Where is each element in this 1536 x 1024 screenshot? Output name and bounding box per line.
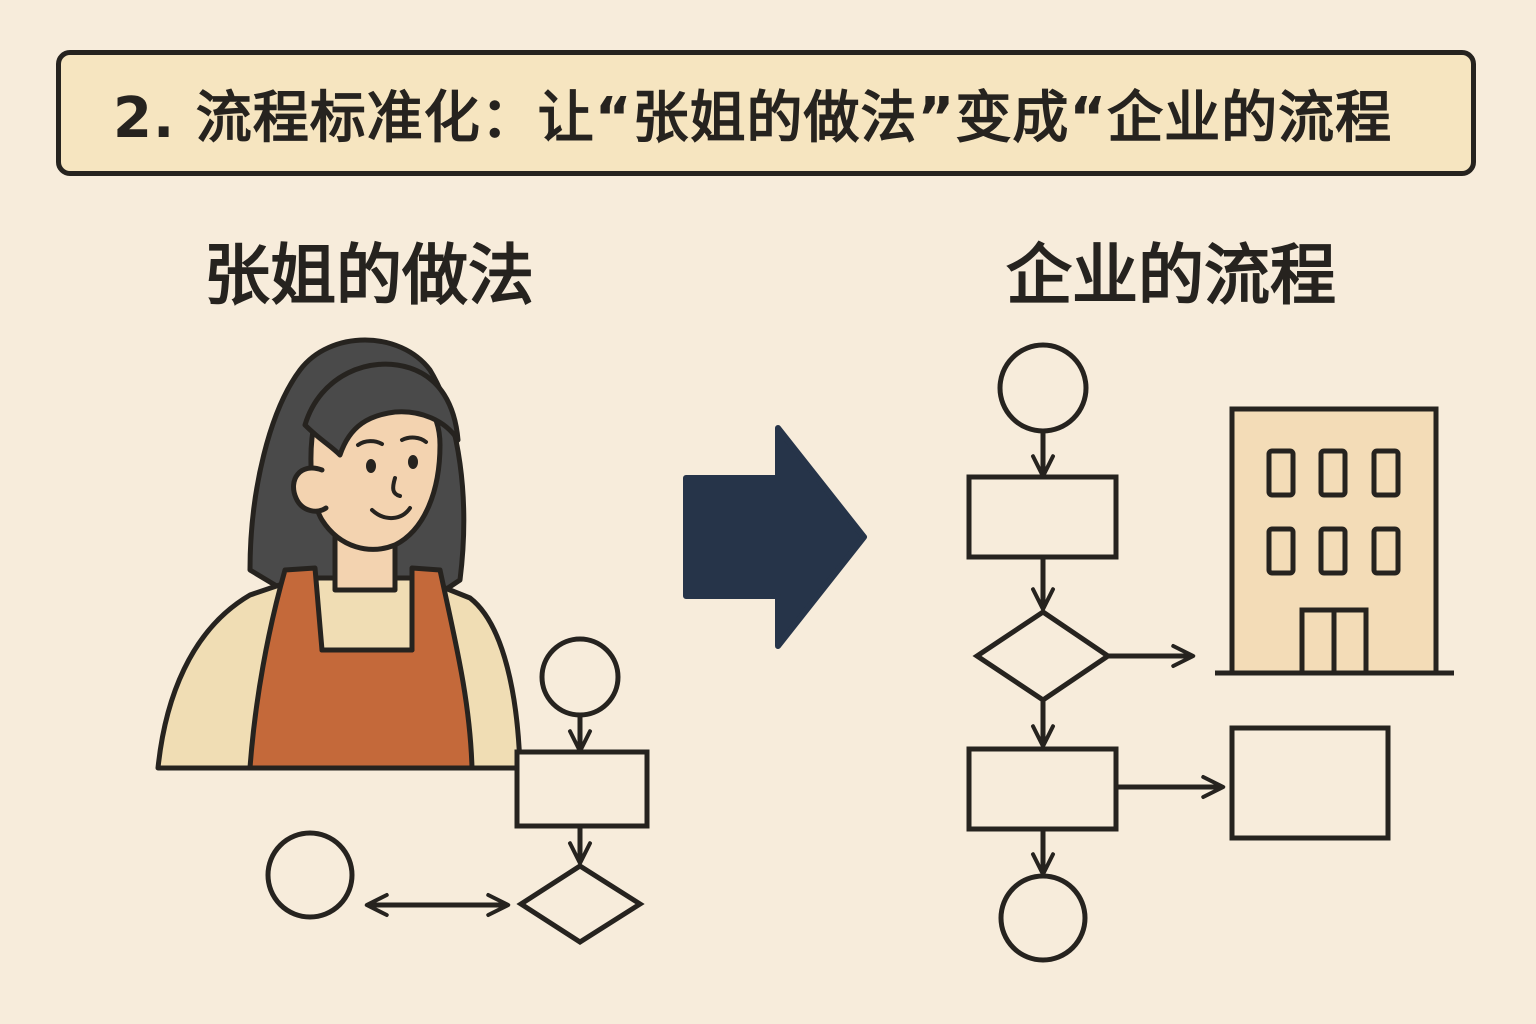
standard-flowchart — [966, 342, 1391, 963]
smile — [370, 506, 412, 520]
nose — [391, 476, 402, 498]
hair-fringe — [302, 361, 461, 458]
building-icon — [1215, 406, 1454, 676]
flow-process-box — [514, 749, 650, 829]
transform-arrow — [683, 425, 867, 649]
ear — [291, 465, 329, 514]
slide-title: 2. 流程标准化：让“张姐的做法”变成“企业的流程 — [113, 85, 1393, 151]
std-decision-diamond — [972, 608, 1113, 704]
title-banner: 2. 流程标准化：让“张姐的做法”变成“企业的流程 — [56, 50, 1476, 176]
right-brow — [400, 435, 428, 444]
std-start-circle — [997, 342, 1089, 434]
std-end-circle — [998, 873, 1088, 963]
right-eye — [408, 455, 418, 469]
informal-flowchart — [265, 636, 650, 945]
flow-decision-diamond — [516, 863, 645, 945]
left-section-label: 张姐的做法 — [204, 237, 534, 314]
flow-side-circle — [265, 830, 355, 920]
left-eye — [366, 459, 376, 473]
std-process-box-2 — [966, 746, 1119, 832]
std-process-box-1 — [966, 474, 1119, 560]
apron — [247, 565, 475, 771]
left-brow — [356, 439, 384, 447]
right-section-label: 企业的流程 — [1006, 237, 1336, 314]
woman-figure — [155, 337, 523, 771]
std-output-box — [1229, 725, 1391, 841]
flow-start-circle — [539, 636, 621, 718]
